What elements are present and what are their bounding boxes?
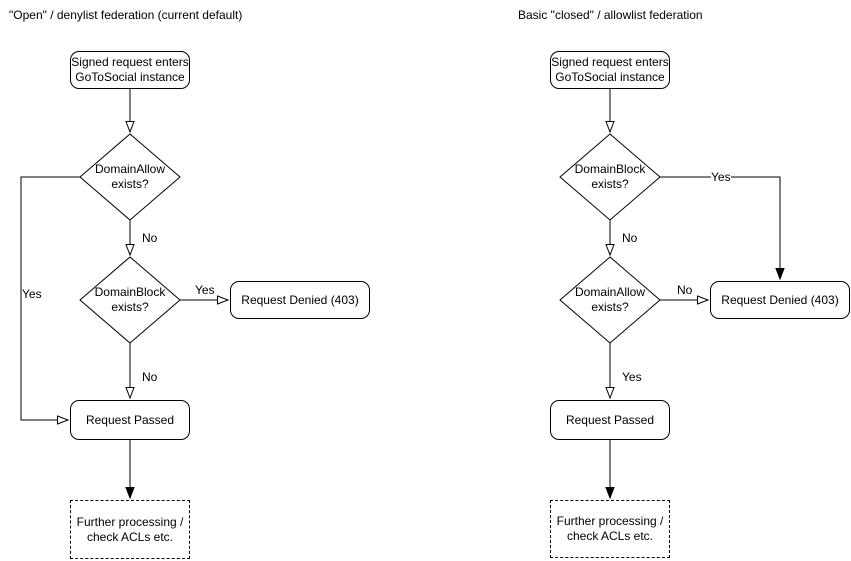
l-denied-node: Request Denied (403) bbox=[230, 281, 370, 319]
r-decision2-branch-label: No bbox=[677, 283, 693, 297]
r-start-node-label: Signed request enters GoToSocial instanc… bbox=[551, 55, 669, 84]
r-edge-decision1-yes-to-denied bbox=[660, 176, 785, 281]
r-decision1-down-label: No bbox=[622, 231, 638, 245]
l-start-node: Signed request enters GoToSocial instanc… bbox=[70, 51, 190, 89]
l-decision2-diamond bbox=[79, 256, 181, 344]
r-decision1-branch-label: Yes bbox=[711, 170, 731, 184]
r-decision1-diamond bbox=[559, 133, 661, 221]
r-passed-node: Request Passed bbox=[550, 400, 670, 440]
l-decision1-diamond bbox=[79, 133, 181, 221]
r-decision2-down-label: Yes bbox=[622, 370, 642, 384]
l-edge-decision1-yes-to-passed bbox=[20, 176, 80, 425]
left-chart-title: "Open" / denylist federation (current de… bbox=[9, 8, 243, 22]
r-start-node: Signed request enters GoToSocial instanc… bbox=[550, 51, 670, 89]
l-passed-node-label: Request Passed bbox=[85, 412, 175, 427]
l-decision1-down-label: No bbox=[142, 231, 158, 245]
l-decision1-branch-label: Yes bbox=[22, 287, 42, 301]
right-chart-title: Basic "closed" / allowlist federation bbox=[518, 8, 703, 22]
l-decision2-down-label: No bbox=[142, 370, 158, 384]
r-denied-node: Request Denied (403) bbox=[710, 281, 850, 319]
l-decision2-branch-label: Yes bbox=[195, 283, 215, 297]
r-passed-node-label: Request Passed bbox=[565, 412, 655, 427]
l-start-node-label: Signed request enters GoToSocial instanc… bbox=[71, 55, 189, 84]
l-denied-node-label: Request Denied (403) bbox=[241, 292, 359, 307]
r-decision2-diamond bbox=[559, 256, 661, 344]
l-passed-node: Request Passed bbox=[70, 400, 190, 440]
l-further-node-label: Further processing / check ACLs etc. bbox=[76, 514, 184, 544]
l-further-node: Further processing / check ACLs etc. bbox=[70, 500, 190, 559]
r-further-node: Further processing / check ACLs etc. bbox=[550, 500, 670, 558]
r-further-node-label: Further processing / check ACLs etc. bbox=[556, 514, 664, 543]
r-denied-node-label: Request Denied (403) bbox=[721, 292, 839, 307]
